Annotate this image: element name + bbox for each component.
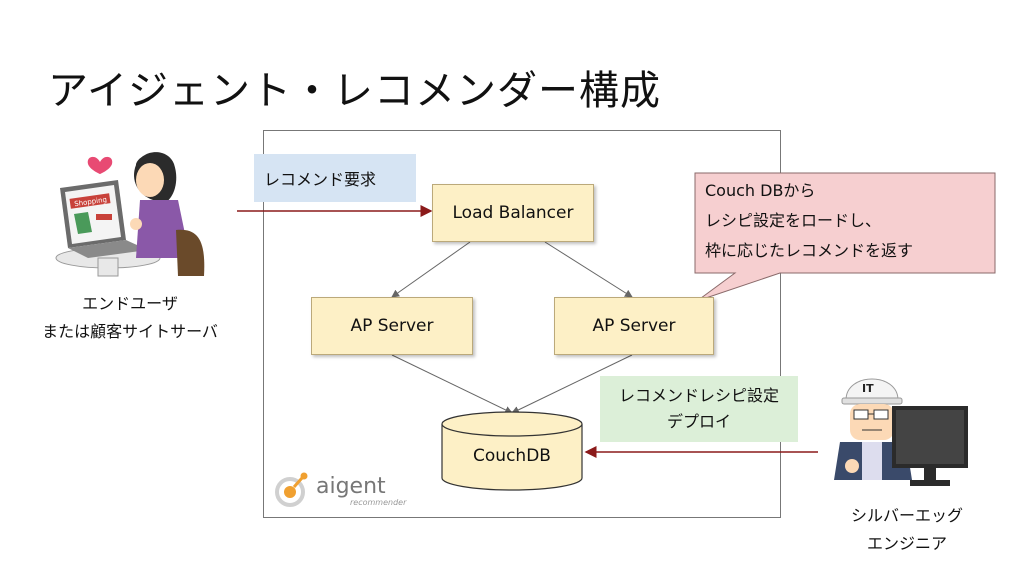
end-user-caption: エンドユーザ または顧客サイトサーバ [42,294,218,341]
lb-to-ap-left-connector [391,241,471,298]
engineer-caption: シルバーエッグ エンジニア [850,506,963,553]
ap-server-left-node: AP Server [311,297,473,355]
svg-text:IT: IT [862,382,874,395]
lb-to-ap-right-connector [544,241,633,298]
page-title: アイジェント・レコメンダー構成 [48,68,661,114]
ap-server-right-node: AP Server [554,297,714,355]
request-label: レコメンド要求 [254,154,416,202]
ap-right-to-db-connector [511,354,633,414]
callout-text: Couch DBから レシピ設定をロードし、 枠に応じたレコメンドを返す [705,181,914,260]
end-user-illustration-icon: Shopping [55,152,205,277]
system-frame [263,130,781,518]
logo-sub: recommender [350,498,407,507]
load-balancer-node: Load Balancer [432,184,594,242]
ap-left-to-db-connector [391,354,513,414]
aigent-logo-mark-icon [275,472,308,507]
couchdb-label: CouchDB [473,446,551,466]
deploy-label: レコメンドレシピ設定 デプロイ [600,376,798,442]
engineer-illustration-icon: IT [834,378,968,486]
aigent-logo: aigent recommender [270,468,420,512]
logo-name: aigent [316,474,386,499]
